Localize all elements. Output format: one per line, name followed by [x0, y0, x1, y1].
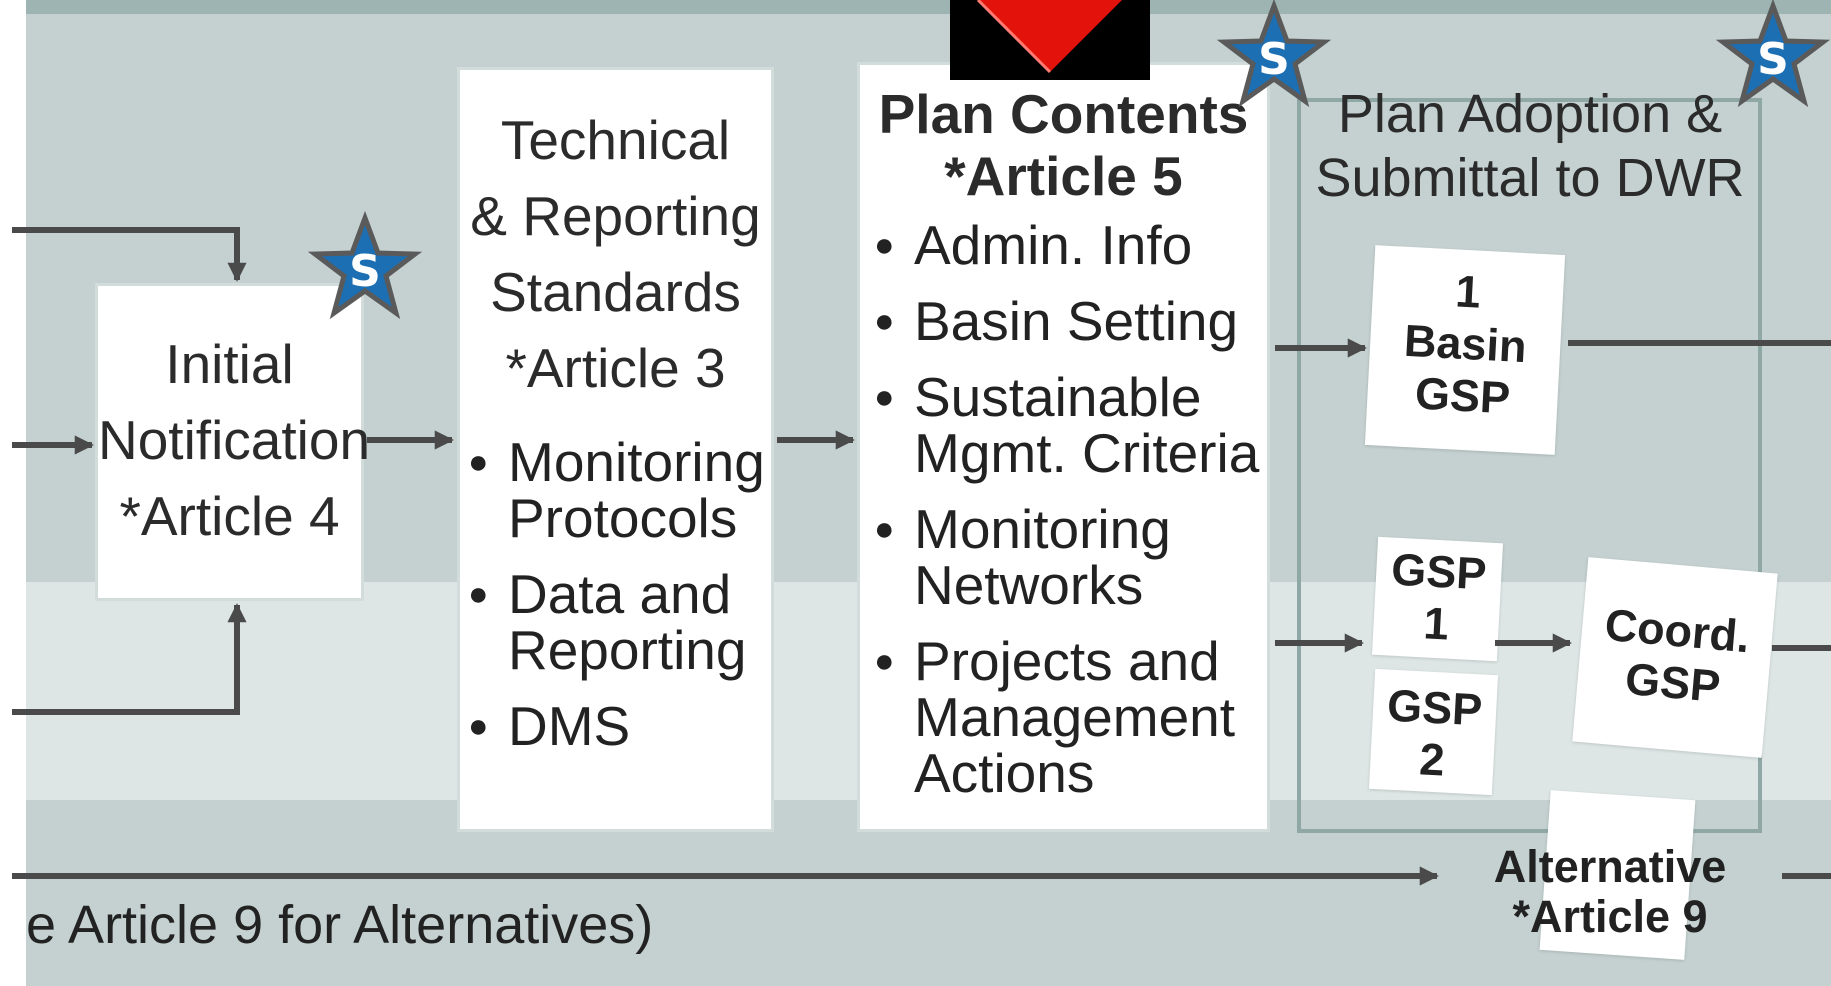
standard-star-icon: S: [307, 210, 423, 320]
footnote-text: e Article 9 for Alternatives): [26, 895, 654, 955]
technical-standards-title-line: *Article 3: [505, 337, 726, 399]
bullet-icon: ●: [874, 302, 895, 340]
item-line: Monitoring: [914, 498, 1171, 560]
plan-contents-item: ● Monitoring Networks: [866, 501, 1267, 613]
initial-notification-line: Initial: [165, 333, 294, 395]
plan-contents-box: Plan Contents *Article 5 ● Admin. Info ●…: [857, 62, 1270, 832]
technical-standards-item: ● Data and Reporting: [460, 566, 771, 678]
bullet-icon: ●: [874, 226, 895, 264]
technical-standards-box: Technical & Reporting Standards *Article…: [457, 67, 774, 832]
item-line: Mgmt. Criteria: [914, 422, 1260, 484]
bullet-icon: ●: [468, 575, 489, 613]
technical-standards-item: ● Monitoring Protocols: [460, 434, 771, 546]
red-marker-icon: [950, 0, 1150, 80]
plan-adoption-title: Plan Adoption & Submittal to DWR: [1300, 82, 1760, 210]
star-letter: S: [1757, 34, 1789, 85]
initial-notification-line: *Article 4: [119, 485, 340, 547]
bullet-icon: ●: [874, 510, 895, 548]
star-letter: S: [1258, 34, 1290, 85]
initial-notification-box: Initial Notification *Article 4: [95, 283, 371, 601]
item-line: DMS: [508, 695, 631, 757]
plan-contents-item: ● Admin. Info: [866, 217, 1267, 273]
technical-standards-title-line: Standards: [490, 261, 741, 323]
item-line: Management: [914, 686, 1236, 748]
initial-notification-line: Notification: [98, 409, 371, 471]
connector-bottom-left: [12, 603, 247, 715]
item-line: Projects and: [914, 630, 1220, 692]
item-line: Actions: [914, 742, 1095, 804]
plan-adoption-frame: [1297, 98, 1762, 833]
alternative-label: Alternative *Article 9: [1440, 842, 1780, 942]
alternative-line: Alternative: [1493, 841, 1727, 892]
bullet-icon: ●: [874, 642, 895, 680]
plan-contents-title-line: Plan Contents: [878, 83, 1249, 145]
technical-standards-item: ● DMS: [460, 698, 771, 754]
plan-adoption-title-line: Plan Adoption &: [1337, 84, 1723, 144]
background-top-band: [26, 0, 1831, 14]
bullet-icon: ●: [468, 707, 489, 745]
plan-contents-item: ● Projects and Management Actions: [866, 633, 1267, 801]
standard-star-icon: S: [1216, 0, 1332, 108]
item-line: Reporting: [508, 619, 747, 681]
plan-contents-title-line: *Article 5: [944, 145, 1183, 207]
technical-standards-title-line: & Reporting: [470, 185, 761, 247]
bullet-icon: ●: [468, 443, 489, 481]
item-line: Data and: [508, 563, 732, 625]
star-letter: S: [349, 246, 381, 297]
technical-standards-title-line: Technical: [500, 109, 731, 171]
standard-star-icon: S: [1715, 0, 1831, 108]
item-line: Sustainable: [914, 366, 1202, 428]
item-line: Protocols: [508, 487, 738, 549]
alternative-line: *Article 9: [1512, 891, 1708, 942]
plan-contents-list: ● Admin. Info ● Basin Setting ● Sustaina…: [860, 217, 1267, 801]
technical-standards-list: ● Monitoring Protocols ● Data and Report…: [460, 434, 771, 754]
item-line: Networks: [914, 554, 1144, 616]
plan-contents-item: ● Basin Setting: [866, 293, 1267, 349]
item-line: Admin. Info: [914, 214, 1193, 276]
item-line: Monitoring: [508, 431, 765, 493]
bullet-icon: ●: [874, 378, 895, 416]
item-line: Basin Setting: [914, 290, 1239, 352]
plan-contents-item: ● Sustainable Mgmt. Criteria: [866, 369, 1267, 481]
plan-adoption-title-line: Submittal to DWR: [1315, 148, 1745, 208]
connector-top-left: [12, 227, 247, 282]
